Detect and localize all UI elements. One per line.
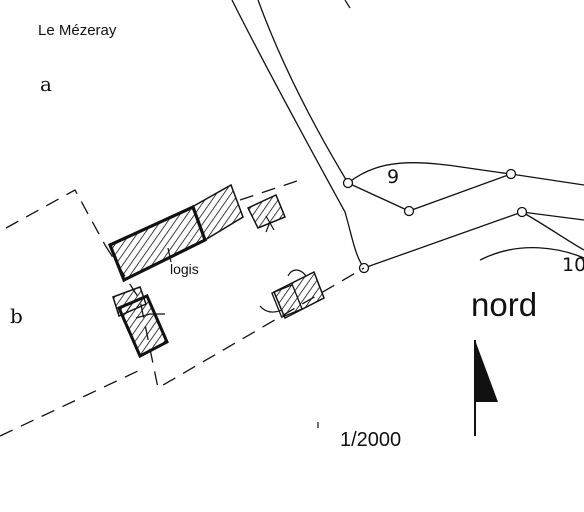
parcel-label-b: b (10, 304, 23, 328)
north-label: nord (471, 286, 538, 323)
road-vertex (516, 206, 528, 218)
scale-label: 1/2000 (340, 429, 402, 451)
building-east-box (271, 283, 303, 319)
place-name: Le Mézeray (38, 22, 117, 39)
road-vertex (505, 168, 517, 180)
building-east (273, 270, 325, 320)
building-label: logis (170, 261, 199, 277)
road-vertex (403, 205, 415, 217)
road-number-9: 9 (387, 166, 400, 188)
parcel-label-a: a (40, 72, 52, 96)
buildings (107, 183, 325, 359)
road-number-10: 10 (562, 254, 584, 276)
north-arrow-icon (474, 340, 498, 436)
road-vertex (342, 177, 354, 189)
annotation-arrows (135, 0, 351, 428)
building-small (246, 193, 286, 229)
building-shed (112, 286, 147, 318)
road-vertices (342, 168, 528, 274)
building-annex (191, 183, 244, 242)
road-lines (231, 0, 584, 269)
